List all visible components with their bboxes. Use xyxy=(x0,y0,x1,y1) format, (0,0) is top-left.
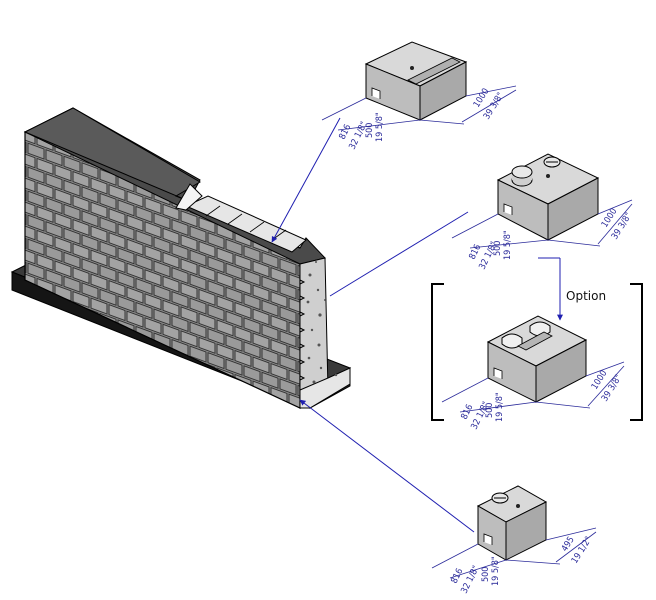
bottom-block xyxy=(476,485,548,561)
concrete-texture xyxy=(306,261,338,384)
middle-block-height-in: 19 5/8" xyxy=(503,230,513,260)
top-block xyxy=(364,41,468,121)
option-block-height-in: 19 5/8" xyxy=(495,392,505,422)
block-joints xyxy=(299,279,306,381)
top-block-notch xyxy=(371,87,381,99)
leader-bottom-block xyxy=(299,399,475,533)
bottom-block-hole xyxy=(516,504,520,508)
bottom-block-height-in: 19 5/8" xyxy=(491,556,501,586)
option-bracket-left xyxy=(431,283,444,421)
bottom-block-dimensions xyxy=(431,527,597,579)
bottom-block-depth-in: 32 1/8" xyxy=(460,564,482,595)
leader-top-block xyxy=(271,117,341,243)
bottom-block-height-mm: 500 xyxy=(481,567,491,582)
option-block xyxy=(486,315,588,403)
option-label: Option xyxy=(566,289,606,303)
top-block-height-in: 19 5/8" xyxy=(375,112,385,142)
top-block-hole xyxy=(410,66,414,70)
middle-block-notch xyxy=(503,203,513,215)
top-block-height-mm: 500 xyxy=(365,123,375,138)
option-bracket-right xyxy=(630,283,643,421)
option-brackets xyxy=(431,283,643,421)
option-block-dimensions xyxy=(441,361,625,413)
option-block-channel xyxy=(517,331,553,351)
middle-block-dimensions xyxy=(451,199,633,249)
option-block-notch xyxy=(493,367,503,379)
middle-block-hole xyxy=(546,174,550,178)
top-block-groove xyxy=(407,57,461,85)
middle-block-height-mm: 500 xyxy=(493,241,503,256)
top-block-dimensions xyxy=(321,85,517,131)
bottom-block-notch xyxy=(483,533,493,545)
leader-lines xyxy=(271,117,563,533)
wall-break-mark xyxy=(175,183,203,211)
retaining-wall xyxy=(10,107,352,409)
leader-middle-block xyxy=(329,211,469,297)
option-block-height-mm: 500 xyxy=(485,403,495,418)
middle-block xyxy=(496,153,600,241)
bottom-block-length-mm: 495 xyxy=(560,535,577,553)
wall-base-toe xyxy=(299,367,351,409)
